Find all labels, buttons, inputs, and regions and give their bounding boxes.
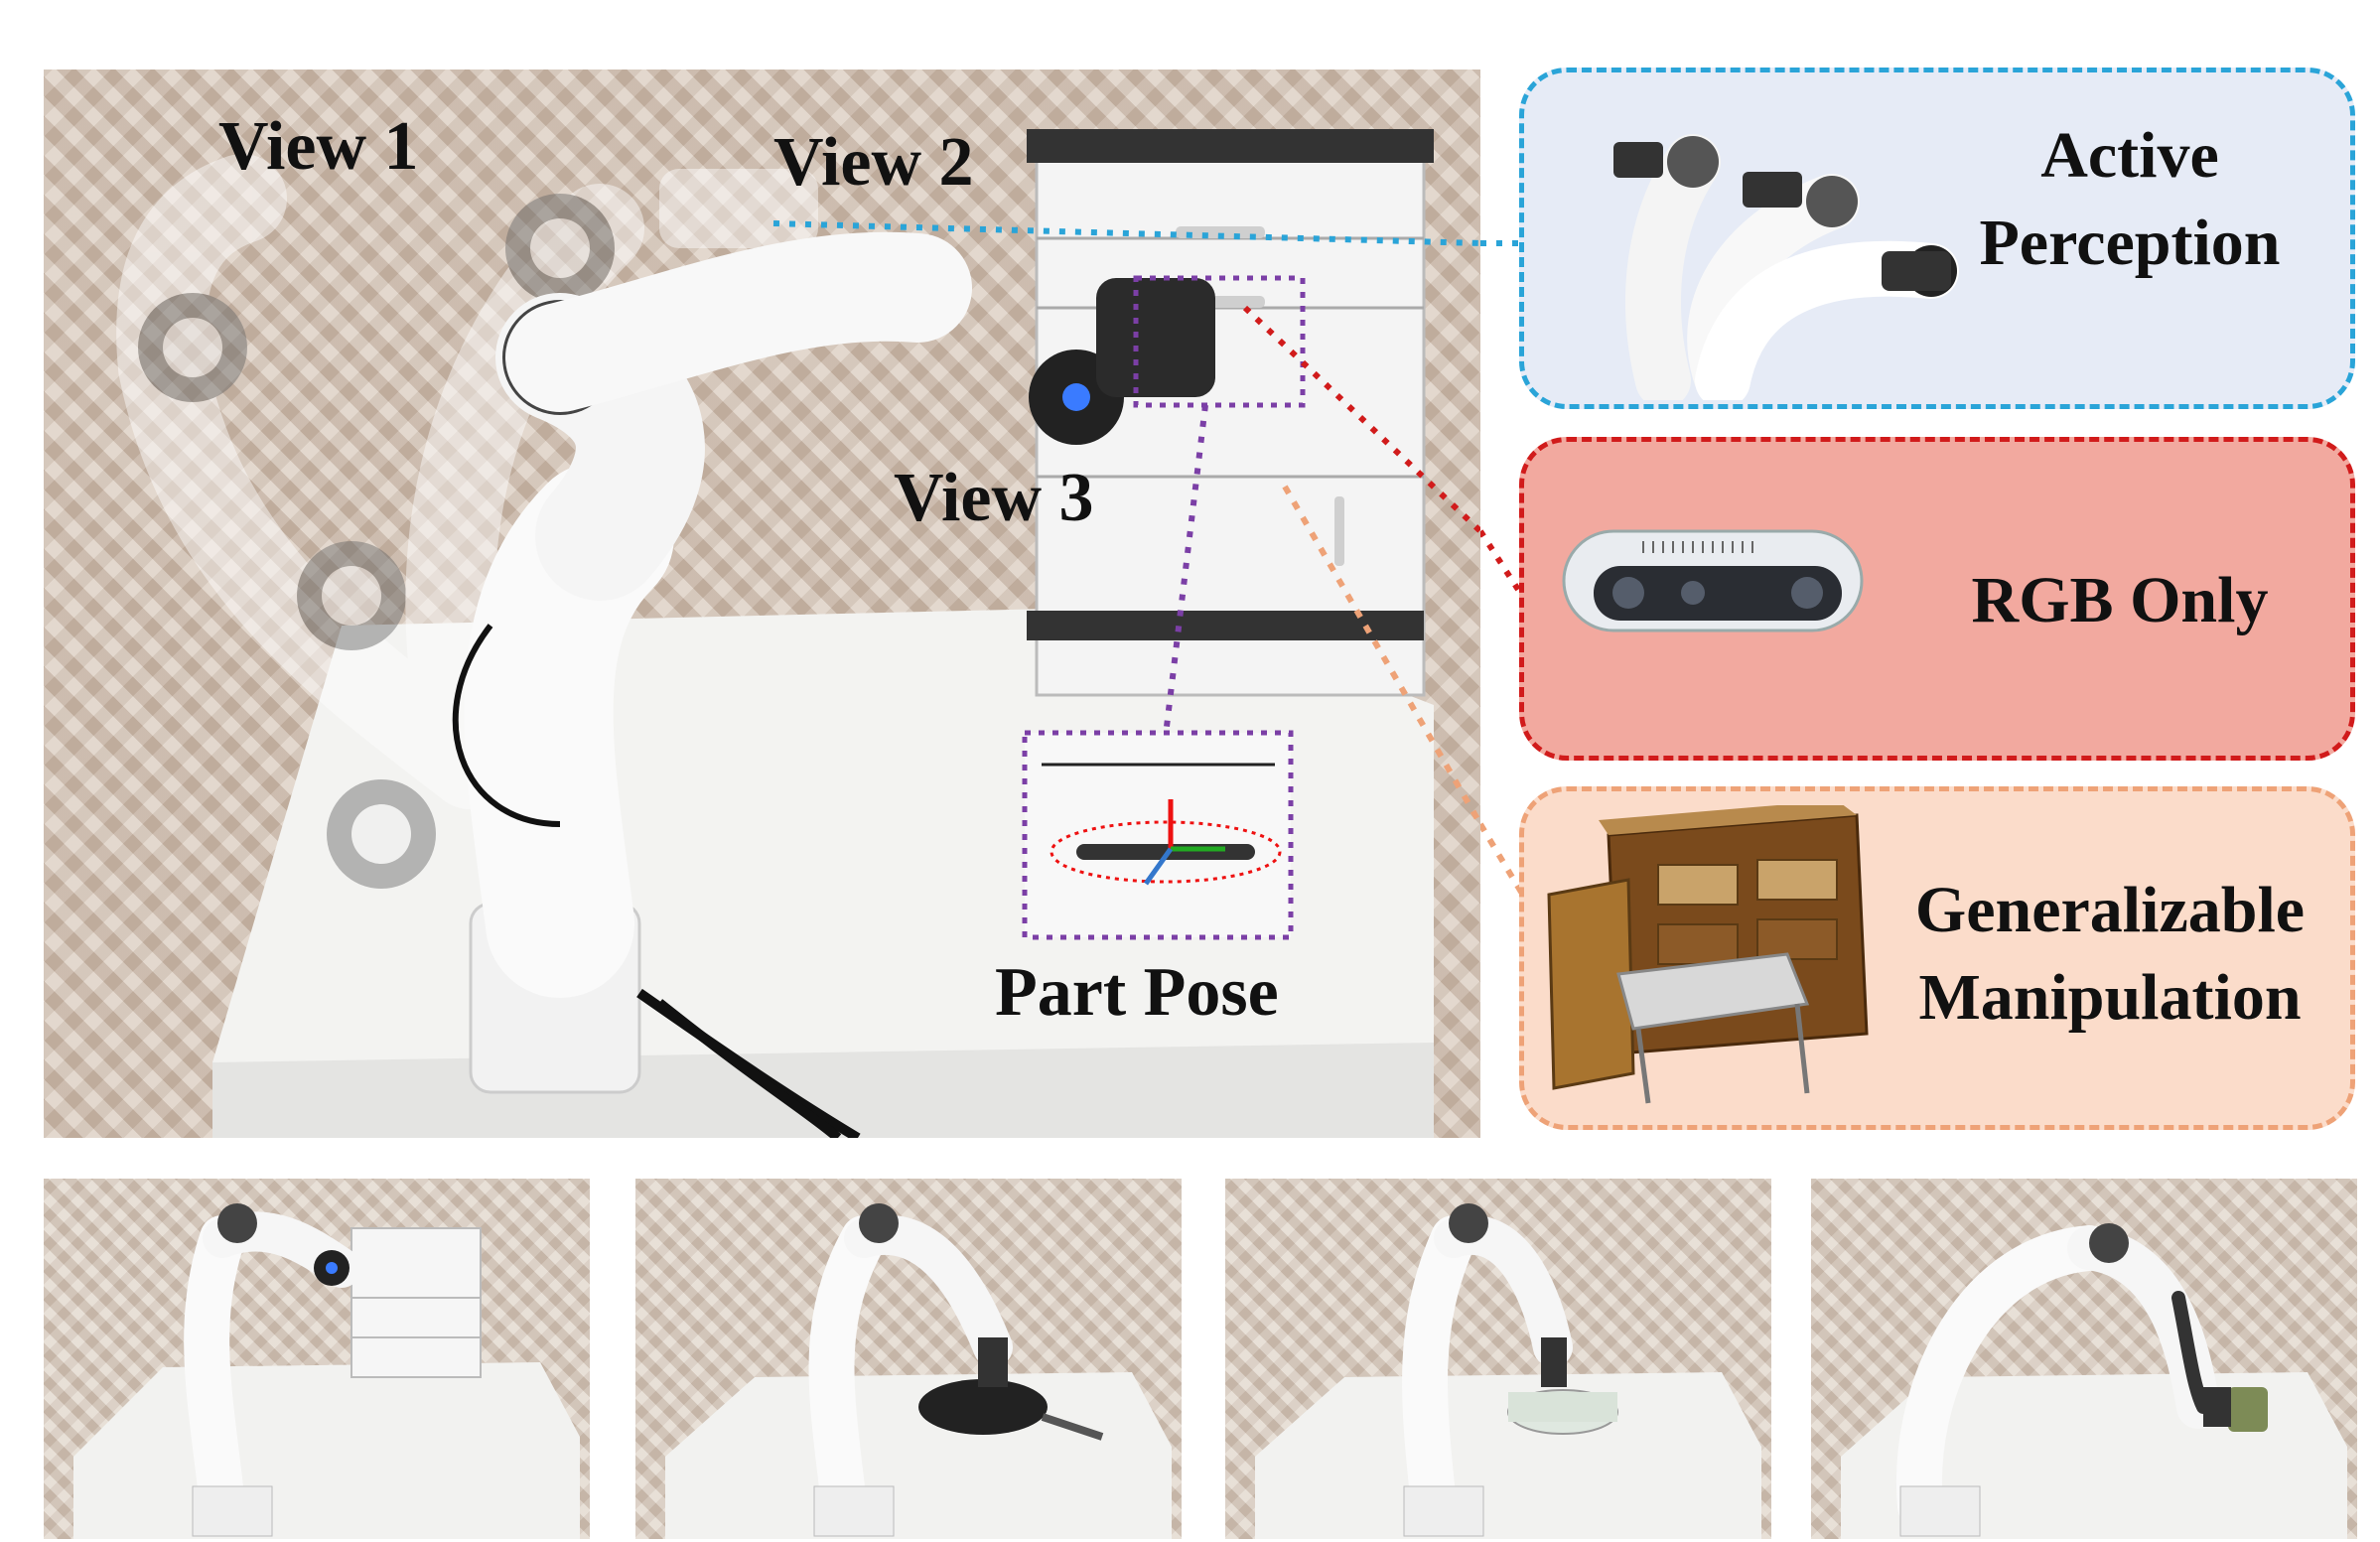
bottom-photo-mug [1811,1179,2357,1539]
articulated-objects-icon [1547,805,1869,1104]
active-perception-panel: Active Perception [1519,68,2355,409]
part-pose-label: Part Pose [995,954,1279,1031]
bottom-photo-pan [635,1179,1182,1539]
camera-leader [1242,305,1480,534]
view2-leader [772,220,1480,246]
multi-pose-arm-icon [1613,134,1959,400]
active-perception-line2: Perception [1979,207,2281,279]
main-photo-illustration [116,129,1480,1138]
rgb-only-panel: RGB Only [1519,437,2355,761]
robot-arm [452,231,1215,1138]
generalizable-line1: Generalizable [1914,874,2306,946]
main-robot-photo: View 1 View 2 View 3 [44,70,1480,1138]
view-2-label: View 2 [773,124,974,201]
cabinet-leader [1282,485,1480,826]
part-pose-inset [1022,730,1294,940]
rgb-camera-icon [1562,529,1864,632]
rgb-only-label: RGB Only [1971,564,2269,636]
bottom-photo-drawer [44,1179,590,1539]
active-perception-line1: Active [2040,119,2219,192]
generalizable-line2: Manipulation [1918,961,2302,1034]
generalizable-manipulation-panel: Generalizable Manipulation [1519,786,2355,1130]
leader-continuations [1480,240,1525,896]
part-pose-target-box [1133,275,1306,408]
ghost-arm-poses [116,154,818,889]
bottom-photo-pot [1225,1179,1771,1539]
view-1-label: View 1 [218,108,419,185]
view-3-label: View 3 [894,460,1094,536]
